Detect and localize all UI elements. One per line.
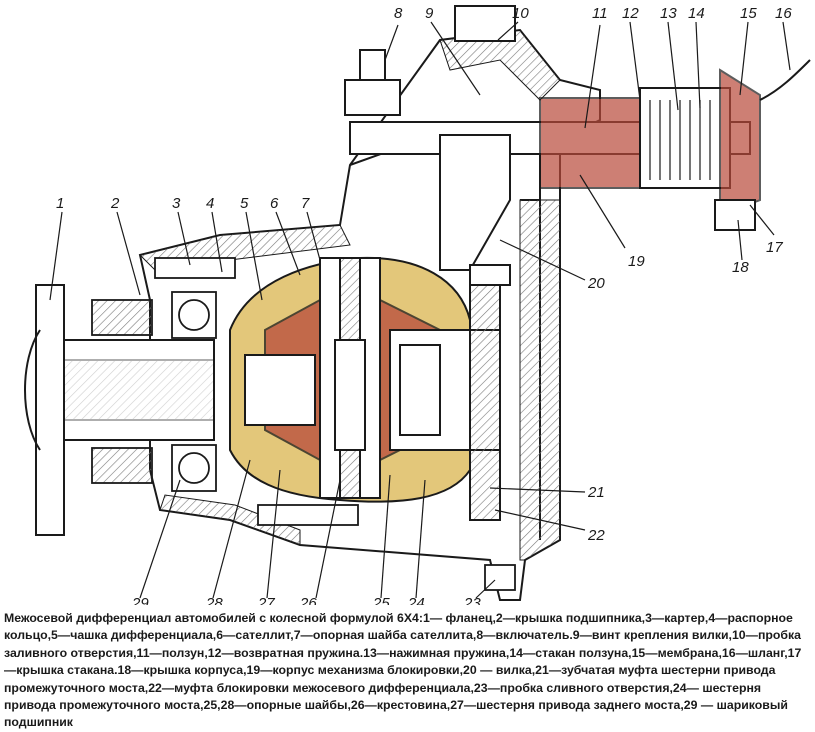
callout-3: 3	[172, 195, 181, 212]
callout-25: 25	[372, 595, 390, 605]
callout-22: 22	[587, 527, 605, 544]
flange	[24, 284, 215, 536]
bolts	[154, 257, 516, 591]
callout-29: 29	[131, 595, 149, 605]
figure-caption: Межосевой дифференциал автомобилей с кол…	[4, 611, 802, 730]
callout-16: 16	[775, 5, 792, 22]
output-gear	[244, 269, 501, 521]
callout-2: 2	[110, 195, 120, 212]
callout-19: 19	[628, 253, 645, 270]
callout-numbers: 1 2 3 4 5 6 7 8 9 10 11 12 13 14 15 16 1…	[56, 5, 792, 605]
ball-bearings	[91, 291, 217, 492]
callout-21: 21	[587, 484, 605, 501]
callout-6: 6	[270, 195, 279, 212]
callout-17: 17	[766, 239, 783, 256]
callout-18: 18	[732, 259, 749, 276]
callout-4: 4	[206, 195, 214, 212]
callout-15: 15	[740, 5, 757, 22]
callout-9: 9	[425, 5, 434, 22]
callout-26: 26	[299, 595, 317, 605]
differential-cross-section-diagram: 1 2 3 4 5 6 7 8 9 10 11 12 13 14 15 16 1…	[24, 5, 811, 605]
callout-1: 1	[56, 195, 64, 212]
callout-14: 14	[688, 5, 705, 22]
callout-13: 13	[660, 5, 677, 22]
callout-11: 11	[592, 5, 608, 22]
callout-8: 8	[394, 5, 403, 22]
leader-lines	[49, 21, 791, 599]
callout-20: 20	[587, 275, 605, 292]
locking-mechanism	[344, 5, 811, 286]
callout-27: 27	[257, 595, 275, 605]
callout-5: 5	[240, 195, 249, 212]
callout-12: 12	[622, 5, 639, 22]
callout-7: 7	[301, 195, 310, 212]
callout-10: 10	[512, 5, 529, 22]
callout-23: 23	[463, 595, 481, 605]
callout-24: 24	[407, 595, 425, 605]
callout-28: 28	[205, 595, 223, 605]
